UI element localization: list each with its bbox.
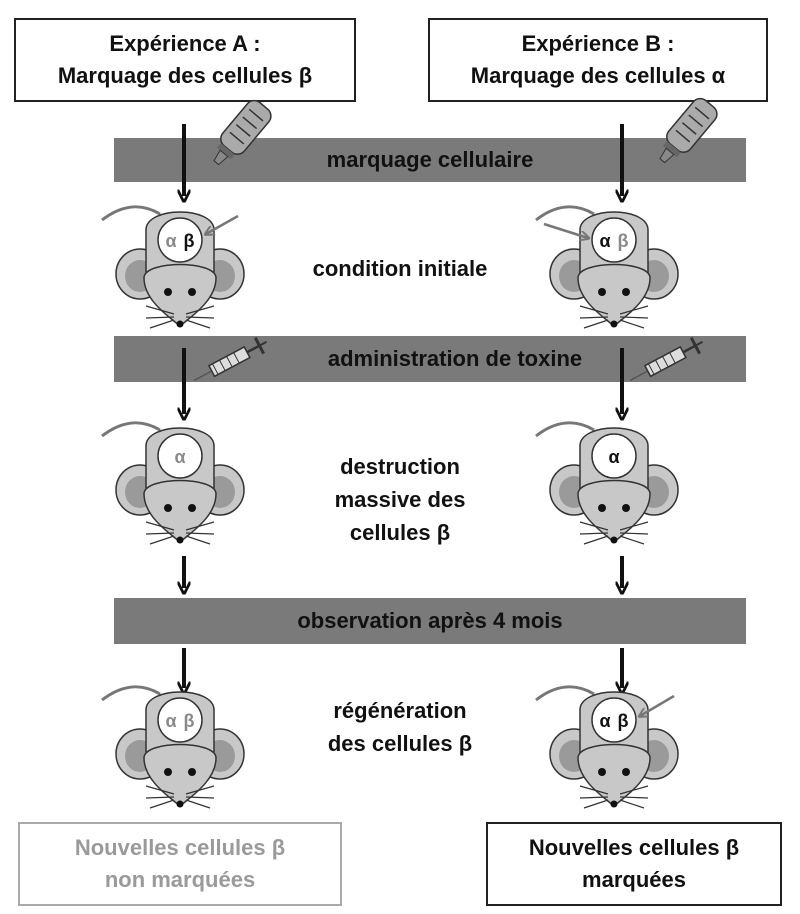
bottle-icon <box>204 96 276 173</box>
result-b-line-1: Nouvelles cellules β <box>528 835 740 860</box>
marker-arrow <box>640 694 675 716</box>
result-a-line-2: non marquées <box>104 867 256 892</box>
band-marquage-label: marquage cellulaire <box>326 147 534 172</box>
marker-arrow <box>206 214 239 234</box>
band-toxine-label: administration de toxine <box>327 346 583 371</box>
step-condition-initiale: condition initiale <box>290 252 510 285</box>
marker-arrow <box>543 222 588 238</box>
step-destruction-line-2: massive des <box>334 487 466 512</box>
syringe-icon <box>188 332 273 390</box>
bottle-icon <box>650 94 722 171</box>
alpha-label: α <box>165 231 176 251</box>
result-a-box: Nouvelles cellules β non marquées <box>18 822 342 906</box>
beta-label: β <box>184 711 195 731</box>
mouse-a-initial: α β <box>100 205 246 330</box>
mouse-a-regeneration: α β <box>100 685 246 810</box>
band-observation: observation après 4 mois <box>114 598 746 644</box>
beta-label: β <box>618 231 629 251</box>
mouse-b-initial: α β <box>534 205 680 330</box>
syringe-icon <box>624 332 709 390</box>
step-destruction-line-1: destruction <box>340 454 460 479</box>
experiment-a-box: Expérience A : Marquage des cellules β <box>14 18 356 102</box>
step-regeneration: régénération des cellules β <box>290 694 510 760</box>
mouse-b-regeneration: α β <box>534 685 680 810</box>
experiment-a-title: Expérience A : <box>109 31 261 56</box>
mouse-a-destruction: α <box>100 421 246 546</box>
result-b-box: Nouvelles cellules β marquées <box>486 822 782 906</box>
beta-label: β <box>618 711 629 731</box>
step-regeneration-line-1: régénération <box>333 698 467 723</box>
experiment-b-title: Expérience B : <box>521 31 675 56</box>
step-initial-line-1: condition initiale <box>312 256 488 281</box>
beta-label: β <box>184 231 195 251</box>
alpha-label: α <box>599 711 610 731</box>
alpha-label: α <box>174 447 185 467</box>
alpha-label: α <box>608 447 619 467</box>
alpha-label: α <box>599 231 610 251</box>
result-a-line-1: Nouvelles cellules β <box>74 835 286 860</box>
result-b-line-2: marquées <box>582 867 686 892</box>
experiment-b-box: Expérience B : Marquage des cellules α <box>428 18 768 102</box>
alpha-label: α <box>165 711 176 731</box>
experiment-a-subtitle: Marquage des cellules β <box>57 63 313 88</box>
band-observation-label: observation après 4 mois <box>297 608 563 633</box>
step-regeneration-line-2: des cellules β <box>327 731 473 756</box>
step-destruction: destruction massive des cellules β <box>290 450 510 549</box>
experiment-b-subtitle: Marquage des cellules α <box>470 63 726 88</box>
mouse-b-destruction: α <box>534 421 680 546</box>
step-destruction-line-3: cellules β <box>349 520 451 545</box>
